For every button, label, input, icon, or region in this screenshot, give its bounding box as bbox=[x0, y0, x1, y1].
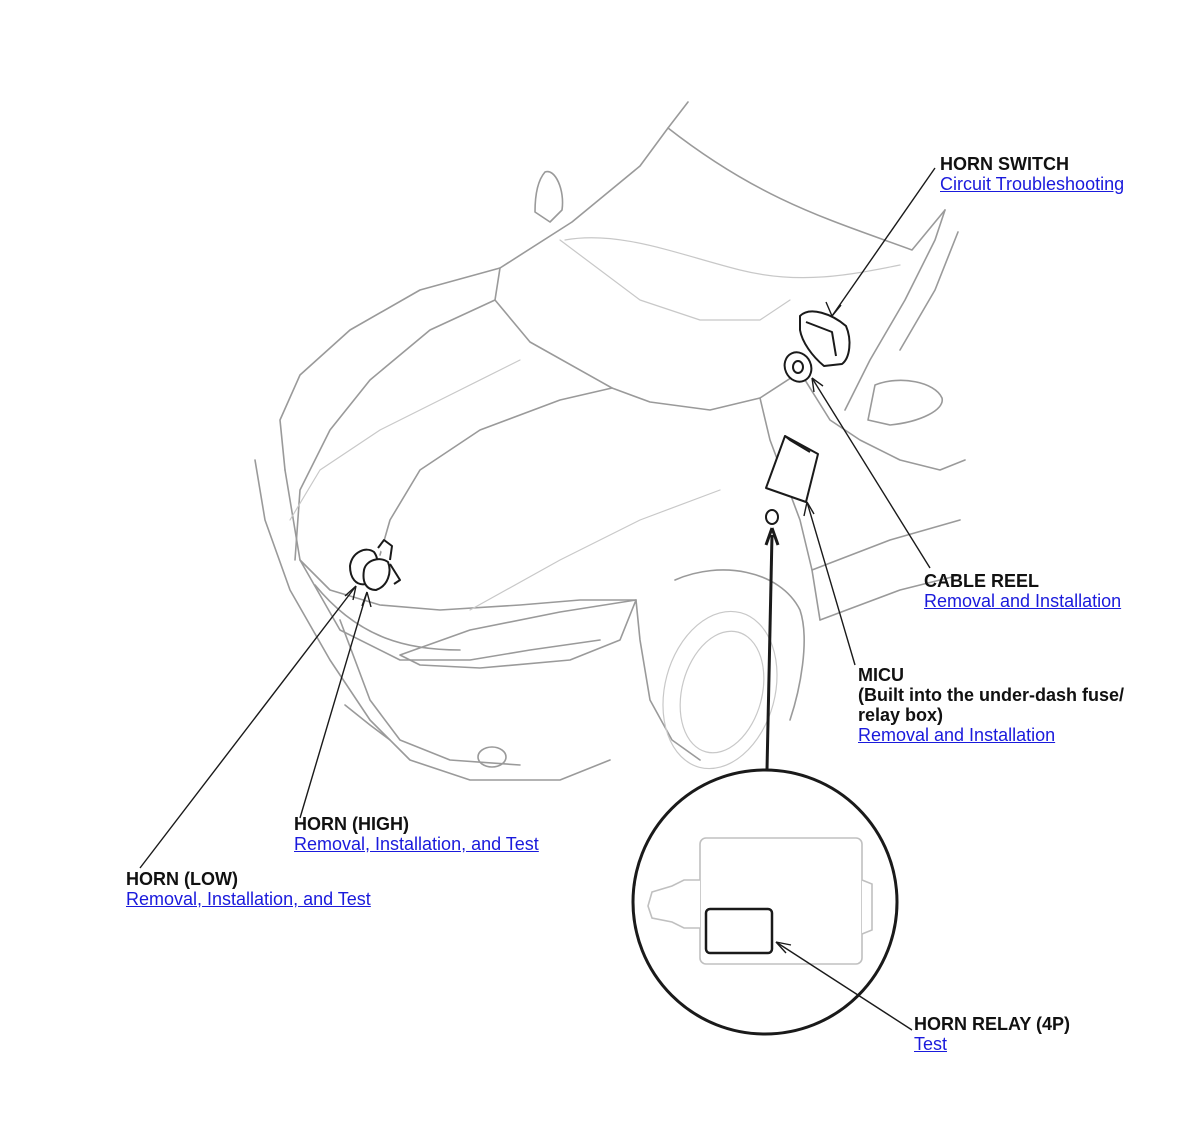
horn-low-title: HORN (LOW) bbox=[126, 869, 238, 889]
callout-micu: MICU (Built into the under-dash fuse/ re… bbox=[858, 665, 1124, 745]
relay-box-inset bbox=[631, 768, 899, 1036]
micu-part bbox=[765, 435, 819, 503]
horn-relay-link[interactable]: Test bbox=[914, 1034, 948, 1054]
horn-high-title: HORN (HIGH) bbox=[294, 814, 409, 834]
horn-switch-link[interactable]: Circuit Troubleshooting bbox=[940, 174, 1125, 194]
horn-relay-highlight bbox=[704, 907, 774, 955]
micu-subtitle-2: relay box) bbox=[858, 705, 944, 725]
callout-horn-high: HORN (HIGH) Removal, Installation, and T… bbox=[294, 814, 539, 854]
micu-link[interactable]: Removal and Installation bbox=[858, 725, 1056, 745]
leader-lines bbox=[139, 167, 936, 869]
micu-title: MICU bbox=[858, 665, 904, 685]
horn-relay-title: HORN RELAY (4P) bbox=[914, 1014, 1071, 1034]
callout-cable-reel: CABLE REEL Removal and Installation bbox=[924, 571, 1121, 611]
cable-reel-title: CABLE REEL bbox=[924, 571, 1040, 591]
cable-reel-part bbox=[783, 351, 813, 383]
micu-subtitle-1: (Built into the under-dash fuse/ bbox=[858, 685, 1124, 705]
horn-switch-part bbox=[799, 310, 851, 367]
callout-horn-low: HORN (LOW) Removal, Installation, and Te… bbox=[126, 869, 371, 909]
horn-relay-leader bbox=[775, 941, 913, 1031]
callout-horn-switch: HORN SWITCH Circuit Troubleshooting bbox=[940, 154, 1124, 194]
horn-switch-title: HORN SWITCH bbox=[940, 154, 1069, 174]
horn-high-link[interactable]: Removal, Installation, and Test bbox=[294, 834, 539, 854]
relay-marker bbox=[765, 509, 779, 525]
callout-horn-relay: HORN RELAY (4P) Test bbox=[914, 1014, 1070, 1054]
cable-reel-link[interactable]: Removal and Installation bbox=[924, 591, 1122, 611]
car-outline bbox=[254, 101, 966, 781]
horn-high-low-part bbox=[349, 539, 401, 591]
horn-low-link[interactable]: Removal, Installation, and Test bbox=[126, 889, 371, 909]
